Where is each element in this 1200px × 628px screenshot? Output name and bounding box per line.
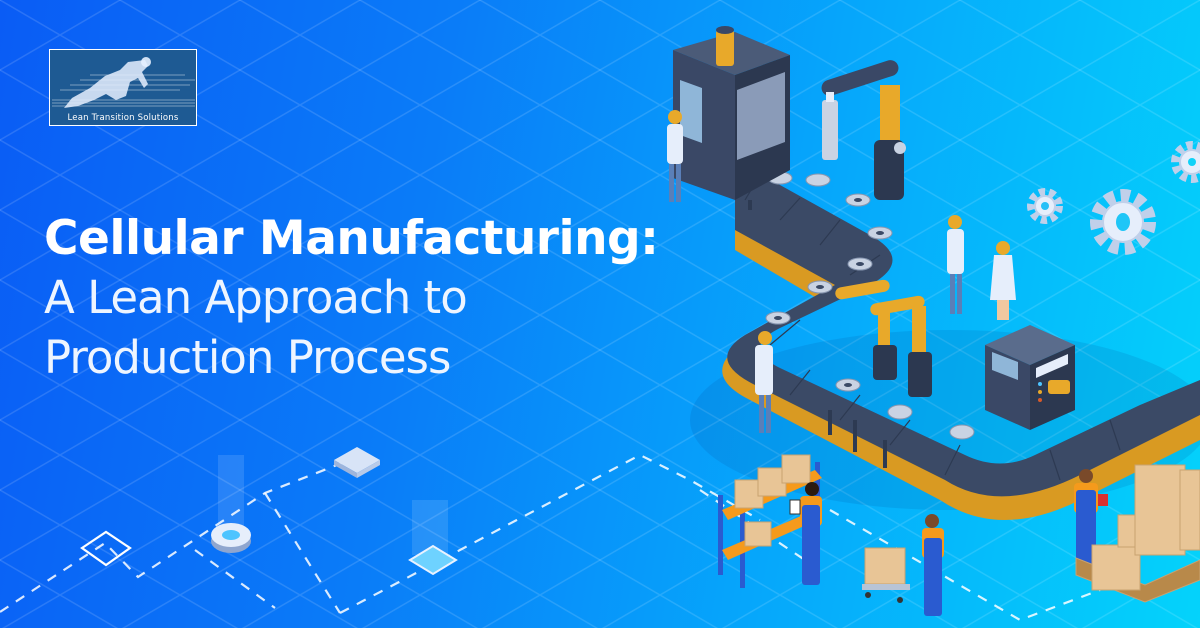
- press-machine: [673, 26, 790, 200]
- floating-tile-outline: [80, 530, 132, 567]
- headline-subtitle-line1: A Lean Approach to: [44, 271, 468, 324]
- headline: Cellular Manufacturing: A Lean Approach …: [44, 210, 659, 388]
- robotic-press-arm: [821, 60, 906, 200]
- engineer-figure: [667, 110, 683, 202]
- gear-icon: [1090, 189, 1156, 255]
- engineer-figure: [947, 215, 964, 314]
- pallet-boxes: [1075, 464, 1200, 603]
- warehouse-worker: [789, 482, 822, 585]
- company-logo[interactable]: Lean Transition Solutions: [49, 49, 197, 126]
- warehouse-shelf: [718, 454, 822, 588]
- floating-ring: [211, 455, 251, 553]
- company-name: Lean Transition Solutions: [67, 113, 179, 123]
- headline-title: Cellular Manufacturing:: [44, 211, 659, 266]
- robotic-arms: [835, 279, 932, 397]
- sprinter-icon: [52, 57, 195, 108]
- floating-cube: [334, 447, 380, 478]
- control-cabinet: [985, 325, 1075, 430]
- headline-subtitle-line2: Production Process: [44, 331, 451, 384]
- floating-box: [408, 500, 458, 576]
- engineer-figure: [755, 331, 773, 433]
- warehouse-worker: [922, 514, 944, 616]
- gear-icon: [1027, 188, 1063, 224]
- gear-icon: [1171, 141, 1200, 183]
- warehouse-worker: [1074, 469, 1108, 568]
- engineer-figure: [990, 241, 1016, 320]
- hand-cart: [862, 547, 910, 603]
